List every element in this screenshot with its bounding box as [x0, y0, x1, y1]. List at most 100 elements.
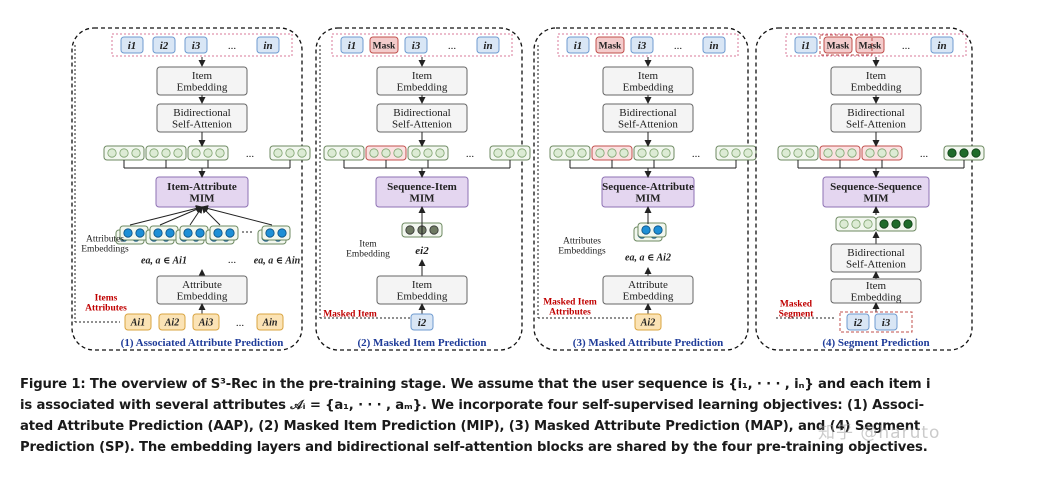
input-token-label: i1 — [128, 40, 137, 52]
segment-token-label: i2 — [854, 317, 863, 329]
vector-dot — [891, 219, 901, 229]
attribute-stack-layer — [119, 225, 149, 241]
vector-dot — [123, 228, 133, 238]
vector-dot — [863, 219, 873, 229]
attribute-stack-layer — [149, 225, 179, 241]
vector-dot — [719, 148, 729, 158]
vector-dot — [411, 148, 421, 158]
zhihu-watermark: 知乎 @haruto — [818, 423, 941, 443]
vector-dot — [183, 228, 193, 238]
input-token — [566, 36, 590, 54]
panel-title: (3) Masked Attribute Prediction — [573, 337, 723, 349]
vector-dot — [793, 148, 803, 158]
vector-dot — [195, 228, 205, 238]
vector-dot — [851, 219, 861, 229]
panel-title: (1) Associated Attribute Prediction — [121, 337, 284, 349]
vector-dot — [493, 148, 503, 158]
attribute-token — [192, 313, 220, 331]
caption-line-2: is associated with several attributes 𝒜ᵢ… — [20, 398, 924, 413]
input-token — [595, 36, 625, 54]
input-token: ... — [448, 40, 457, 52]
vector-dot — [369, 148, 379, 158]
vector-dot — [273, 148, 283, 158]
segment-token-label: i3 — [882, 317, 891, 329]
vector-dot — [553, 148, 563, 158]
input-token — [855, 36, 885, 54]
attr-set-left: ea, a ∈ Ai1 — [141, 256, 187, 267]
vector-dot — [165, 228, 175, 238]
input-token-label: i2 — [160, 40, 169, 52]
panel-frame — [71, 27, 303, 351]
masked-item-token-label: i2 — [418, 317, 427, 329]
vector-dot — [277, 228, 287, 238]
input-sequence-frame — [785, 33, 967, 57]
input-token-label: Mask — [599, 41, 622, 51]
vector-dot — [327, 148, 337, 158]
arrow — [129, 205, 203, 226]
input-token — [404, 36, 428, 54]
input-token-label: in — [263, 40, 272, 52]
input-sequence-frame — [331, 33, 513, 57]
masked-input-segment-frame — [819, 34, 873, 56]
attribute-token — [256, 313, 284, 331]
masked-segment: i2 i3 — [839, 311, 913, 333]
vector-dot — [649, 148, 659, 158]
vector-dot — [435, 148, 445, 158]
vector-dot — [661, 148, 671, 158]
vector-dot — [381, 148, 391, 158]
vector-dot — [285, 148, 295, 158]
panel-frame — [533, 27, 749, 351]
segment-token — [846, 313, 870, 331]
vector-dot — [877, 148, 887, 158]
vector-ellipsis: ... — [246, 148, 255, 160]
input-token: ... — [902, 40, 911, 52]
input-token-label: Mask — [827, 41, 850, 51]
vector-dot — [265, 228, 275, 238]
vector-dot — [429, 225, 439, 235]
vector-dot — [203, 148, 213, 158]
masked-item-token — [410, 313, 434, 331]
attribute-token-label: Ai1 — [130, 318, 145, 329]
input-token-label: Mask — [373, 41, 396, 51]
panel-frame — [755, 27, 973, 351]
input-token — [476, 36, 500, 54]
vector-dot — [297, 148, 307, 158]
attribute-stack-layer — [179, 225, 209, 241]
vector-dot — [351, 148, 361, 158]
input-token — [630, 36, 654, 54]
vector-dot — [225, 228, 235, 238]
attr-set: ea, a ∈ Ai2 — [625, 253, 671, 264]
vector-dot — [743, 148, 753, 158]
masked-attribute-token — [634, 313, 662, 331]
vector-dot — [847, 148, 857, 158]
attribute-stack-layer — [637, 222, 667, 238]
vector-dot — [173, 148, 183, 158]
vector-dot — [405, 225, 415, 235]
vector-dot — [215, 148, 225, 158]
input-token-label: in — [709, 40, 718, 52]
input-token-label: i1 — [574, 40, 583, 52]
input-token-label: in — [937, 40, 946, 52]
vector-dot — [637, 148, 647, 158]
vector-dot — [131, 148, 141, 158]
vector-dot — [879, 219, 889, 229]
vector-dot — [835, 148, 845, 158]
